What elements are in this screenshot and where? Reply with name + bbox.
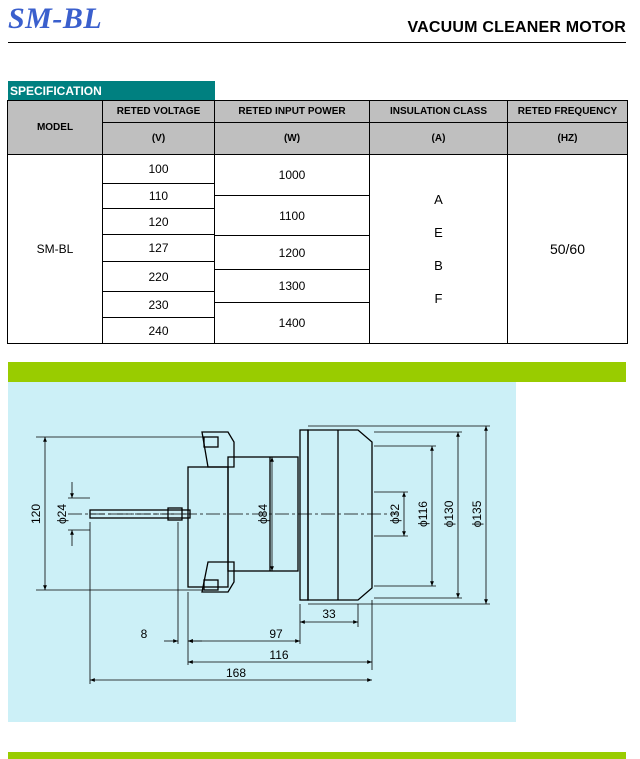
dim-length-168: 168 <box>226 666 246 680</box>
header-voltage-unit: (V) <box>102 122 215 155</box>
header-insulation-unit: (A) <box>369 122 508 155</box>
voltage-cell: 230 <box>102 291 215 318</box>
dim-diameter-84: ϕ84 <box>256 504 270 524</box>
voltage-cell: 110 <box>102 183 215 209</box>
header-power-unit: (W) <box>214 122 370 155</box>
specification-label: SPECIFICATION <box>8 81 215 100</box>
dimension-lines <box>36 425 490 684</box>
upper-brush-holder <box>201 431 235 468</box>
brush-assembly <box>187 466 229 588</box>
dim-diameter-24: ϕ24 <box>55 504 69 524</box>
voltage-cell: 127 <box>102 234 215 262</box>
specification-table: MODEL RETED VOLTAGE RETED INPUT POWER IN… <box>7 100 628 344</box>
power-cell: 1300 <box>214 269 370 303</box>
lower-brush-holder <box>201 561 235 593</box>
insulation-class: E <box>434 225 443 240</box>
dim-diameter-116: ϕ116 <box>416 501 430 527</box>
motor-outline <box>68 429 398 601</box>
power-cell: 1400 <box>214 302 370 344</box>
header-insulation: INSULATION CLASS <box>369 100 508 123</box>
dim-length-8: 8 <box>141 627 148 641</box>
section-divider-band <box>8 362 626 382</box>
frequency-cell: 50/60 <box>507 154 628 344</box>
footer-band <box>8 752 626 759</box>
header-frequency-unit: (HZ) <box>507 122 628 155</box>
dim-diameter-135: ϕ135 <box>470 500 484 527</box>
title-divider <box>8 42 626 43</box>
header-voltage: RETED VOLTAGE <box>102 100 215 123</box>
header-model: MODEL <box>7 100 103 155</box>
voltage-cell: 240 <box>102 317 215 344</box>
page-title: VACUUM CLEANER MOTOR <box>407 19 626 36</box>
voltage-cell: 100 <box>102 154 215 184</box>
insulation-cell: A E B F <box>369 154 508 344</box>
insulation-class: F <box>434 291 443 306</box>
insulation-class: B <box>434 258 443 273</box>
header-frequency: RETED FREQUENCY <box>507 100 628 123</box>
power-cell: 1100 <box>214 195 370 236</box>
dim-diameter-32: ϕ32 <box>388 504 402 524</box>
dim-length-116: 116 <box>269 648 288 662</box>
voltage-cell: 220 <box>102 261 215 292</box>
fan-flange <box>299 429 309 601</box>
power-cell: 1000 <box>214 154 370 196</box>
voltage-cell: 120 <box>102 208 215 235</box>
fan-housing <box>307 429 373 601</box>
dim-height-120: 120 <box>29 504 43 524</box>
header-power: RETED INPUT POWER <box>214 100 370 123</box>
dimension-labels: 120 ϕ24 ϕ84 ϕ32 ϕ116 ϕ130 ϕ135 33 8 97 1… <box>29 500 484 680</box>
model-cell: SM-BL <box>7 154 103 344</box>
motor-dimension-drawing: 120 ϕ24 ϕ84 ϕ32 ϕ116 ϕ130 ϕ135 33 8 97 1… <box>8 382 516 722</box>
insulation-class: A <box>434 192 443 207</box>
logo: SM-BL <box>8 2 103 35</box>
dim-length-97: 97 <box>269 627 283 641</box>
dim-length-33: 33 <box>322 607 336 621</box>
power-cell: 1200 <box>214 235 370 270</box>
dim-diameter-130: ϕ130 <box>442 500 456 527</box>
